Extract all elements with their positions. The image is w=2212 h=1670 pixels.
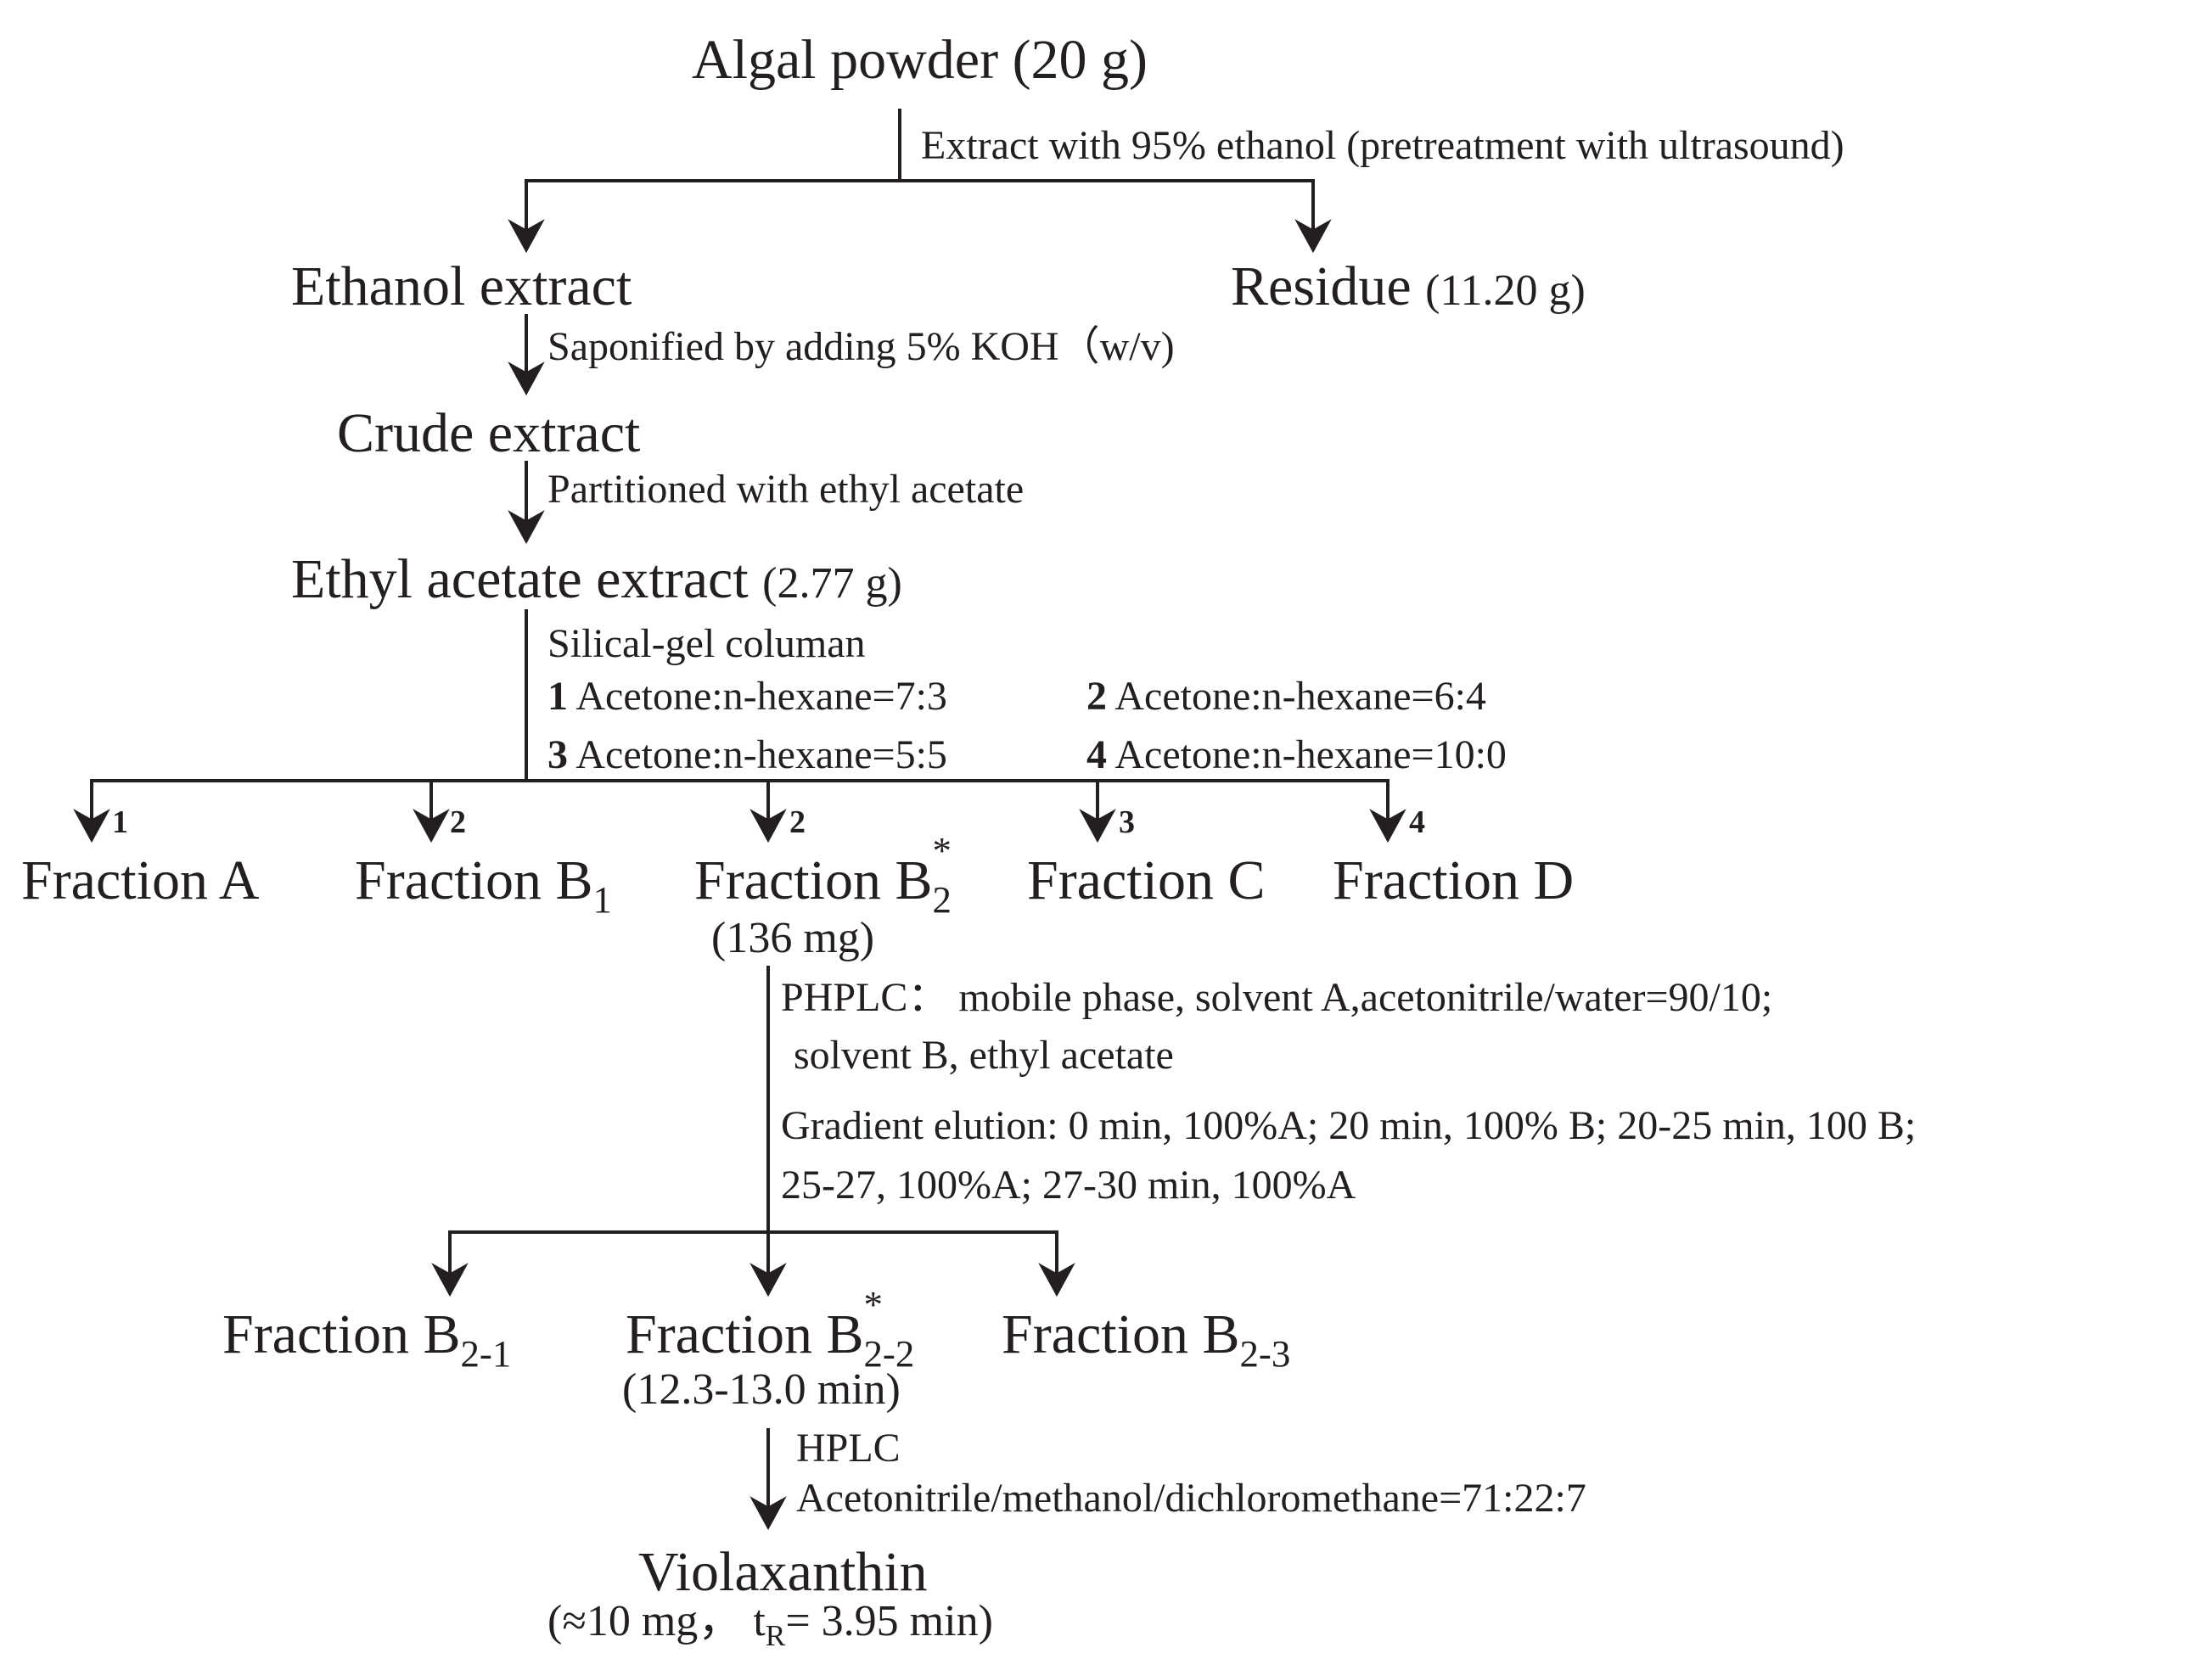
eluent-2-text: Acetone:n-hexane=6:4 [1114,674,1486,719]
branch-label-b2: 2 [789,804,806,840]
node-fraction-b2-2: Fraction B* 2-2 [626,1286,914,1372]
node-residue: Residue (11.20 g) [1231,259,1586,315]
node-violaxanthin-tr-value: = 3.95 min) [785,1597,993,1645]
node-violaxanthin-qty: (≈10 mg， tR= 3.95 min) [547,1597,993,1651]
arrowhead-fraction-b2-3 [1038,1263,1075,1297]
node-crude-extract: Crude extract [337,402,641,464]
node-fraction-b2-2-subscript: 2-2 [863,1331,915,1375]
phplc-line-2: solvent B, ethyl acetate [794,1033,1174,1078]
arrowhead-ethanol [508,219,545,254]
phplc-line-1: PHPLC： mobile phase, solvent A,acetonitr… [781,975,1773,1020]
node-ethyl-acetate-extract-qty: (2.77 g) [762,559,902,608]
node-fraction-b2-2-qty: (12.3-13.0 min) [622,1365,901,1414]
eluent-2: 2 Acetone:n-hexane=6:4 [1086,676,1486,717]
arrowhead-fraction-c [1079,809,1116,843]
node-algal-powder-qty: (20 g) [1012,29,1148,91]
node-algal-powder-label: Algal powder [692,29,999,91]
node-fraction-b1-label: Fraction B [355,849,593,911]
node-fraction-a: Fraction A [21,849,260,911]
phplc-line-3: Gradient elution: 0 min, 100%A; 20 min, … [781,1103,1917,1148]
arrowhead-residue [1294,219,1332,254]
eluent-1-number: 1 [547,674,568,719]
node-violaxanthin-amount: (≈10 mg， [547,1597,743,1645]
eluent-1: 1 Acetone:n-hexane=7:3 [547,676,947,717]
branch-label-b1: 2 [450,804,466,840]
eluent-4-text: Acetone:n-hexane=10:0 [1114,732,1507,777]
node-fraction-b1-subscript: 1 [592,877,612,921]
node-fraction-b1: Fraction B1 [355,853,612,919]
node-fraction-b2-subscript: 2 [932,877,952,921]
arrowhead-fraction-d [1369,809,1406,843]
node-fraction-b2-superscript: * [932,829,952,872]
arrowhead-fraction-b1 [413,809,450,843]
eluent-3-text: Acetone:n-hexane=5:5 [575,732,947,777]
node-fraction-d: Fraction D [1333,849,1575,911]
node-violaxanthin: Violaxanthin [638,1541,928,1603]
step-saponify-label: Saponified by adding 5% KOH（w/v) [547,324,1175,369]
eluent-3: 3 Acetone:n-hexane=5:5 [547,735,947,776]
step-partition-label: Partitioned with ethyl acetate [547,467,1025,512]
eluent-4: 4 Acetone:n-hexane=10:0 [1086,735,1507,776]
node-algal-powder: Algal powder (20 g) [692,32,1148,88]
node-fraction-c: Fraction C [1027,849,1266,911]
node-violaxanthin-tr-subscript: R [765,1618,786,1653]
node-fraction-b2-1-subscript: 2-1 [460,1331,512,1375]
eluent-2-number: 2 [1086,674,1107,719]
node-fraction-b2-2-superscript: * [863,1283,883,1326]
node-ethanol-extract: Ethanol extract [291,255,632,317]
node-ethyl-acetate-extract-label: Ethyl acetate extract [291,548,749,610]
step-extract-label: Extract with 95% ethanol (pretreatment w… [921,123,1844,168]
node-violaxanthin-tr: t [753,1597,766,1645]
hplc-solvent: Acetonitrile/methanol/dichloromethane=71… [796,1476,1586,1521]
eluent-3-number: 3 [547,732,568,777]
arrowhead-fraction-b2-1 [431,1263,469,1297]
branch-label-d: 4 [1409,804,1425,840]
node-fraction-b2-1: Fraction B2-1 [222,1307,511,1373]
arrowhead-fraction-b2 [749,809,787,843]
node-ethyl-acetate-extract: Ethyl acetate extract (2.77 g) [291,552,902,608]
node-fraction-b2-qty: (136 mg) [711,914,875,962]
arrowhead-crude [508,361,545,396]
node-fraction-b2: Fraction B* 2 [694,832,952,918]
arrowhead-violaxanthin [749,1496,787,1531]
phplc-line-4: 25-27, 100%A; 27-30 min, 100%A [781,1163,1356,1208]
hplc-title: HPLC [796,1426,901,1471]
node-fraction-b2-3: Fraction B2-3 [1002,1307,1290,1373]
eluent-1-text: Acetone:n-hexane=7:3 [575,674,947,719]
node-residue-label: Residue [1231,255,1412,317]
node-fraction-b2-2-label: Fraction B [626,1303,864,1365]
arrowhead-fraction-b2-2 [749,1263,787,1297]
node-fraction-b2-3-label: Fraction B [1002,1303,1240,1365]
node-residue-qty: (11.20 g) [1425,266,1586,315]
branch-label-a: 1 [112,804,128,840]
arrowhead-ethyl-acetate [508,510,545,545]
node-fraction-b2-1-label: Fraction B [222,1303,461,1365]
node-fraction-b2-label: Fraction B [694,849,933,911]
step-column-title: Silical-gel columan [547,621,866,666]
branch-label-c: 3 [1119,804,1135,840]
node-fraction-b2-3-subscript: 2-3 [1239,1331,1291,1375]
arrowhead-fraction-a [73,809,110,843]
eluent-4-number: 4 [1086,732,1107,777]
